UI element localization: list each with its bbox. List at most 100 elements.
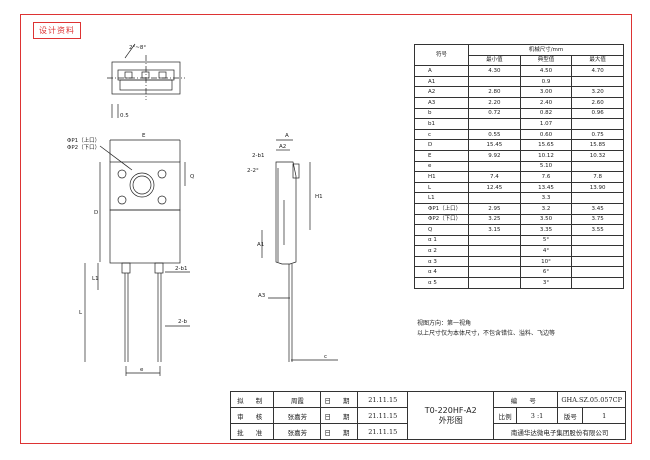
date-1: 21.11.15: [357, 391, 409, 408]
draw-label: 拟 制: [229, 391, 275, 408]
dimension-max: [571, 234, 624, 247]
approve-label: 批 准: [229, 423, 275, 440]
dimension-typ: 0.82: [519, 107, 573, 120]
dimension-max: 0.75: [571, 128, 624, 141]
E-label: E: [142, 133, 146, 139]
dimension-typ: 13.45: [519, 181, 573, 194]
date-label-3: 日 期: [320, 423, 359, 440]
design-data-stamp: 设计资料: [33, 22, 81, 39]
dimension-typ: 3.35: [519, 224, 573, 236]
dimension-symbol: α 4: [414, 266, 469, 279]
dimension-row: e 5.10: [414, 160, 624, 173]
header-typ: 典型值: [519, 54, 573, 67]
dimension-typ: 0.9: [519, 75, 573, 88]
check-label: 审 核: [229, 407, 275, 424]
dimension-max: 2.60: [571, 96, 624, 109]
header-min: 最小值: [468, 54, 521, 67]
dimension-symbol: α 3: [414, 255, 469, 268]
dimension-max: [571, 266, 624, 279]
dimension-max: 0.96: [571, 107, 624, 120]
dimension-min: [468, 277, 521, 289]
e-label: e: [140, 367, 144, 373]
dimension-symbol: α 1: [414, 234, 469, 247]
H1-label: H1: [315, 194, 323, 200]
front-view: E ΦP1（上口） ΦP2（下口） D Q L1 L 2-b1 2-b e: [67, 133, 195, 376]
dimension-symbol: Q: [414, 224, 469, 236]
dimension-typ: 5.10: [519, 160, 573, 173]
dimension-max: 3.20: [571, 86, 624, 98]
dimension-symbol: L: [414, 181, 469, 194]
dimension-max: 3.75: [571, 213, 624, 226]
dimension-row: α 5 3°: [414, 277, 624, 289]
dimension-max: 4.70: [571, 65, 624, 77]
dimension-typ: 7.6: [519, 171, 573, 183]
dimension-typ: 3.50: [519, 213, 573, 226]
A3-label: A3: [258, 293, 266, 299]
dimension-symbol: L1: [414, 192, 469, 204]
c-label: c: [324, 354, 327, 360]
dimension-typ: 5°: [519, 234, 573, 247]
dimension-symbol: e: [414, 160, 469, 173]
dimension-max: 15.85: [571, 139, 624, 151]
date-3: 21.11.15: [357, 423, 409, 440]
A1-label: A1: [257, 242, 264, 248]
dimension-symbol: A1: [414, 75, 469, 88]
L-label: L: [79, 310, 83, 316]
phiP1-label: ΦP1（上口）: [67, 136, 100, 144]
dimension-symbol: α 5: [414, 277, 469, 289]
number-value: GHA.SZ.05.057CP: [557, 391, 626, 408]
company-name: 南通华达微电子集团股份有限公司: [493, 423, 626, 440]
dimension-max: 3.45: [571, 202, 624, 215]
dimension-min: 0.72: [468, 107, 521, 120]
dimension-min: [468, 118, 521, 130]
dimension-max: [571, 277, 624, 289]
dimension-typ: 2.40: [519, 96, 573, 109]
dimension-min: 7.4: [468, 171, 521, 183]
phiP2-label: ΦP2（下口）: [67, 144, 100, 151]
dimension-max: 3.55: [571, 224, 624, 236]
version-value: 1: [582, 407, 626, 424]
dimension-typ: 4.50: [519, 65, 573, 77]
dimension-typ: 15.65: [519, 139, 573, 151]
header-group: 机械尺寸/mm: [468, 44, 624, 56]
dimension-row: α 3 10°: [414, 255, 624, 268]
dimension-min: 2.95: [468, 202, 521, 215]
dimension-min: [468, 75, 521, 88]
date-label-1: 日 期: [320, 391, 359, 408]
dimension-max: 7.8: [571, 171, 624, 183]
dimension-max: 10.32: [571, 149, 624, 162]
A2-label: A2: [279, 144, 286, 150]
title-block: 拟 制 周霞 日 期 21.11.15 T0-220HF-A2 外形图 编 号 …: [229, 391, 626, 440]
side-view: A A2 2-b1 2-2° H1 A1 A3 c: [247, 133, 338, 362]
Q-label: Q: [190, 174, 195, 180]
dimension-symbol: α 2: [414, 245, 469, 257]
dimension-typ: 3.3: [519, 192, 573, 204]
dimension-typ: 10°: [519, 255, 573, 268]
b1-label: 2-b1: [175, 266, 187, 272]
part-name: T0-220HF-A2: [424, 405, 477, 415]
dimension-min: 12.45: [468, 181, 521, 194]
part-desc: 外形图: [438, 415, 463, 425]
dimension-symbol: H1: [414, 171, 469, 183]
dimension-min: [468, 266, 521, 279]
draw-name: 周霞: [273, 391, 322, 408]
dimension-max: [571, 192, 624, 204]
dimension-typ: 0.60: [519, 128, 573, 141]
dimension-max: 13.90: [571, 181, 624, 194]
check-name: 张嘉芳: [273, 407, 322, 424]
drawing-frame: [20, 14, 632, 444]
date-label-2: 日 期: [320, 407, 359, 424]
dimension-max: [571, 160, 624, 173]
dimension-typ: 3°: [519, 277, 573, 289]
dimension-min: [468, 234, 521, 247]
scale-label: 比例: [493, 407, 517, 424]
size-scope-note: 以上尺寸仅为本体尺寸，不包含错位、溢料、飞边等: [417, 330, 556, 337]
dimension-symbol: D: [414, 139, 469, 151]
dimension-min: [468, 192, 521, 204]
